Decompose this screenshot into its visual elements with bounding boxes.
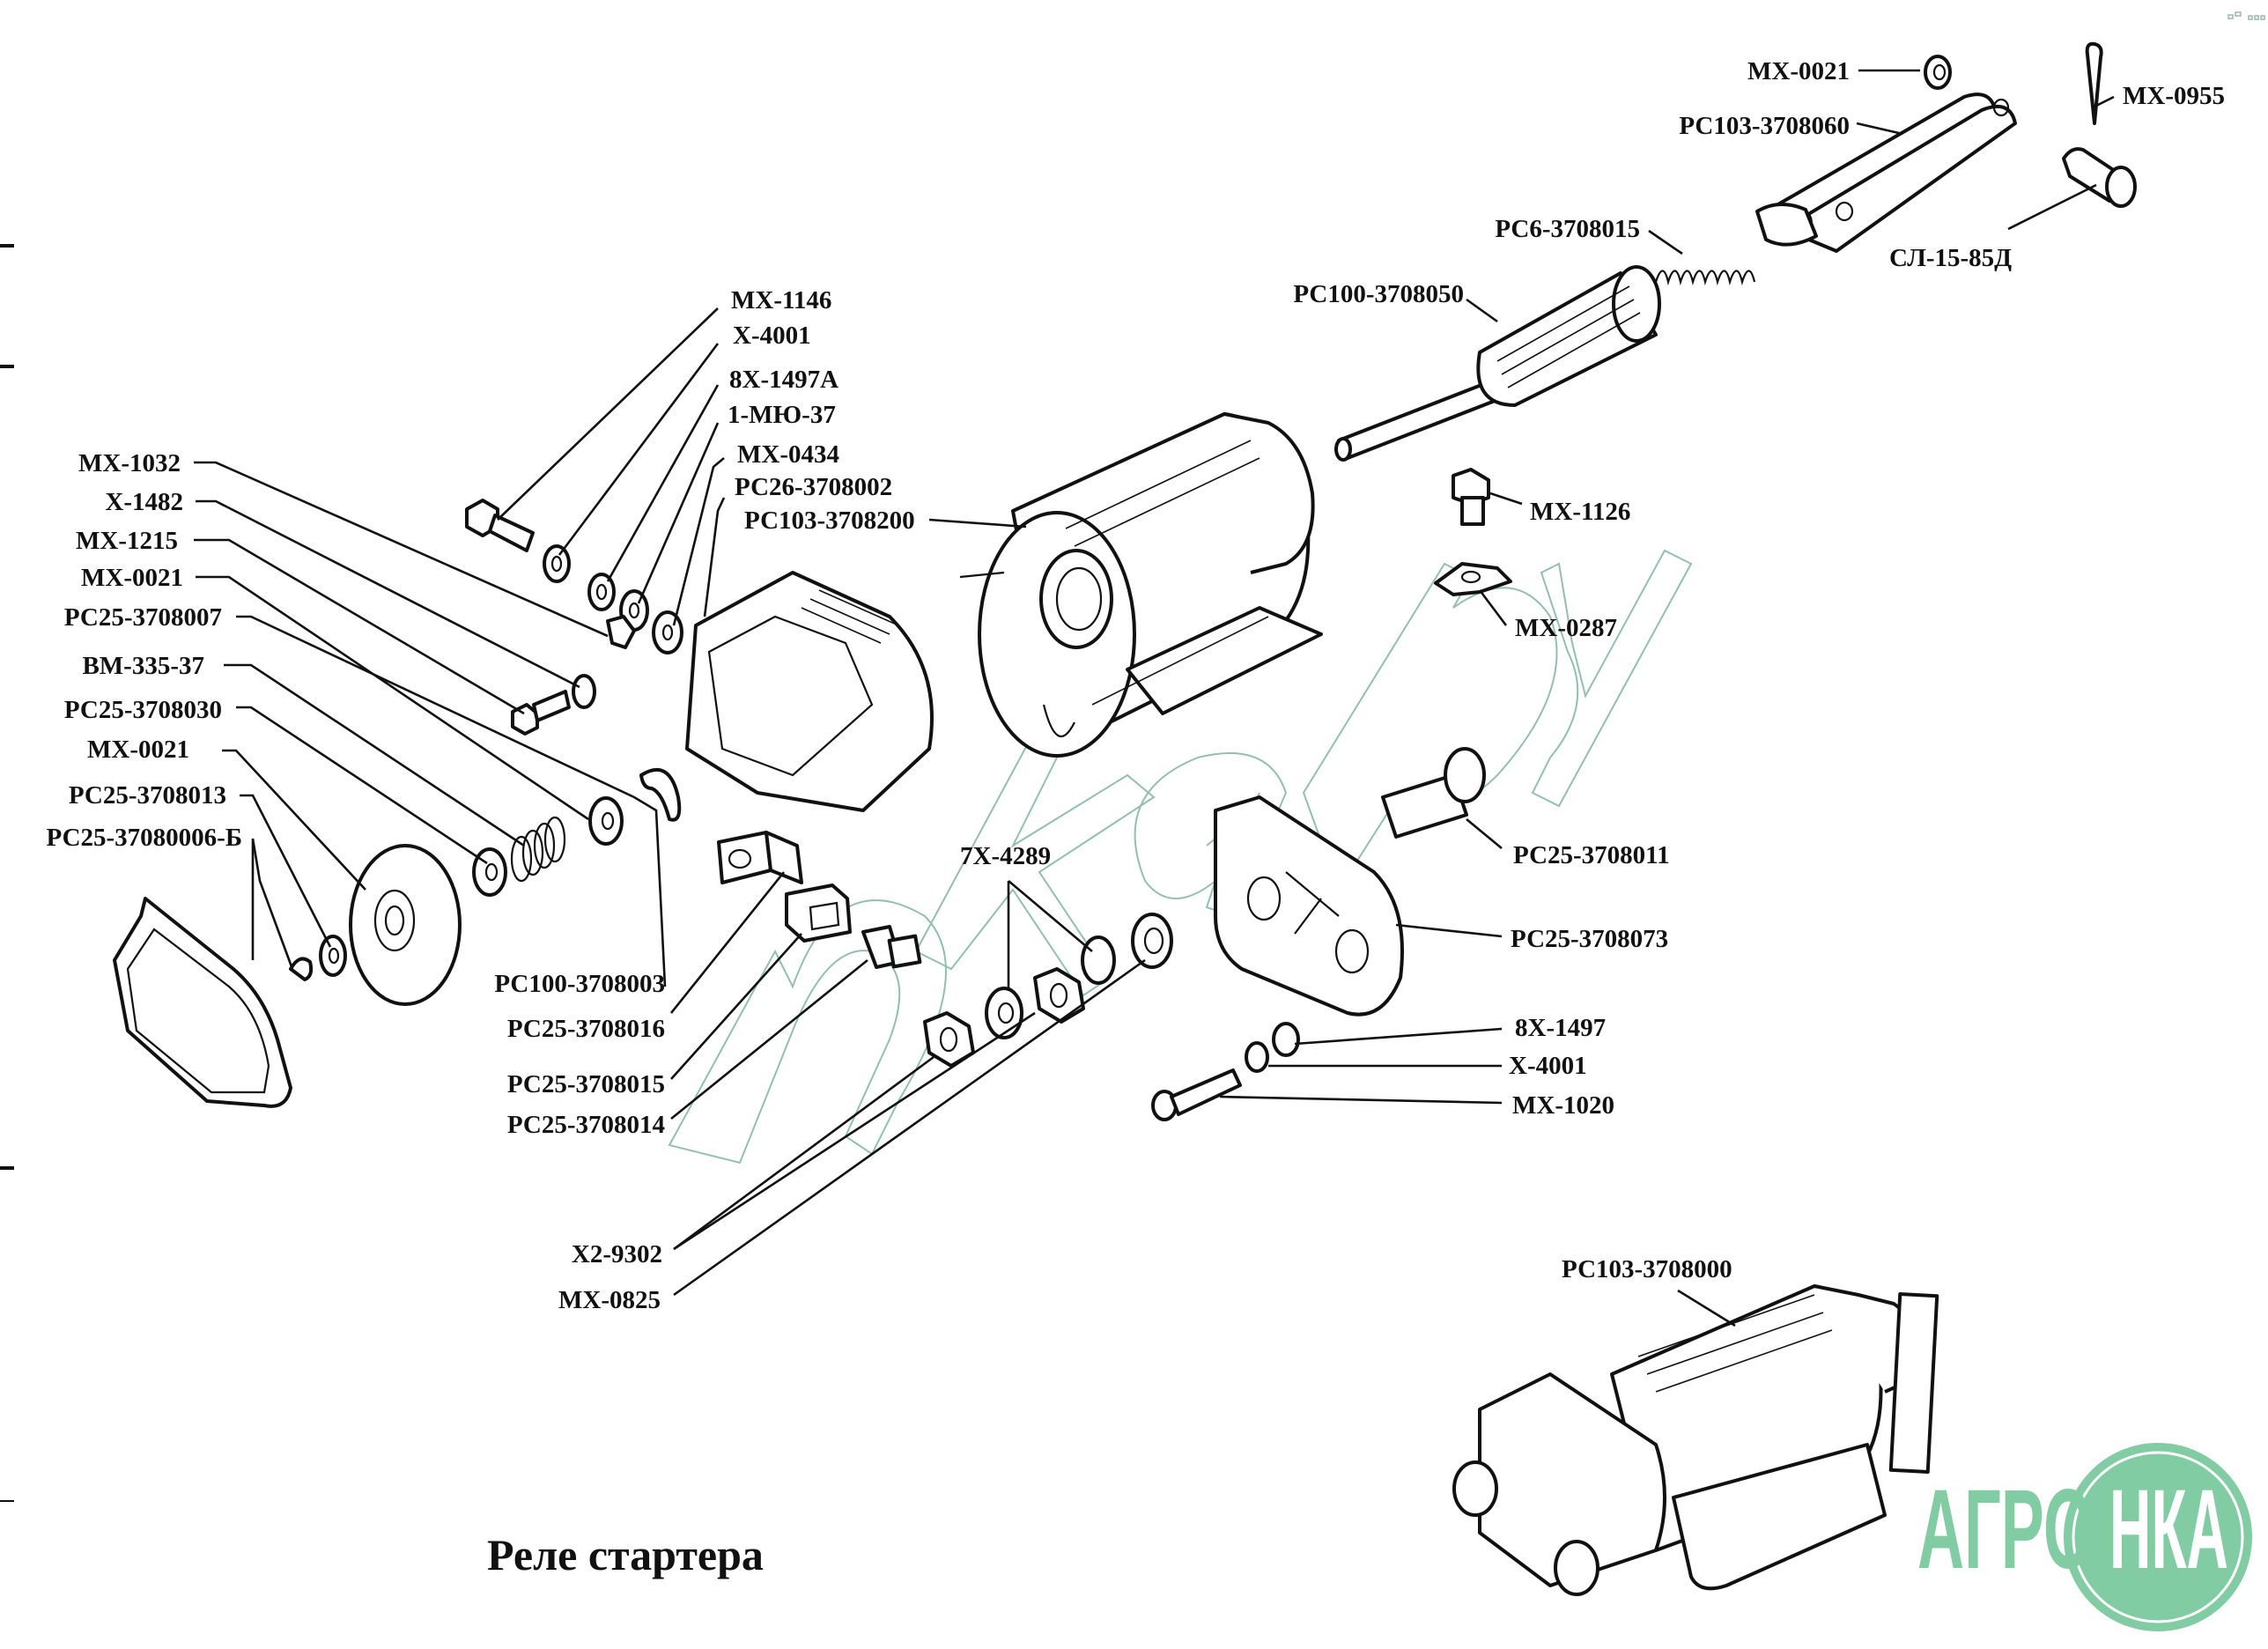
part-label-pc25-3708011: РС25-3708011: [1513, 841, 1670, 869]
part-label-mx1032: МХ-1032: [78, 449, 181, 477]
margin-tick: [0, 1500, 14, 1502]
part-label-pc103-3708060: РС103-3708060: [1679, 112, 1850, 140]
bolt-mx1146-part: [465, 499, 535, 552]
terminal-cover-part: [1214, 795, 1404, 1017]
assembled-relay-part: [1452, 1284, 1939, 1596]
part-label-1myu37: 1-МЮ-37: [728, 401, 836, 429]
part-label-7x4289: 7Х-4289: [960, 842, 1051, 870]
part-label-pc100-3708050: РС100-3708050: [1293, 280, 1464, 308]
part-label-mx0021-b: МХ-0021: [87, 736, 189, 764]
hook-ring-part: [289, 957, 314, 981]
part-label-pc6-3708015: РС6-3708015: [1495, 215, 1640, 243]
plunger-part: [1334, 265, 1661, 462]
washer-7x4289-a-part: [985, 987, 1023, 1039]
terminal-bolt-part: [1381, 747, 1486, 839]
contact-plate-part: [717, 831, 803, 884]
part-label-mx0287: МХ-0287: [1515, 614, 1617, 642]
part-label-x4001-bottom: Х-4001: [1509, 1052, 1587, 1080]
part-label-pc103-3708200: РС103-3708200: [744, 507, 915, 535]
part-label-mx0434: МХ-0434: [737, 440, 839, 469]
part-label-mx1126: МХ-1126: [1530, 498, 1630, 526]
bolt-x1482-part: [511, 690, 571, 736]
spring-small-part: [1654, 270, 1756, 286]
part-label-x1482: Х-1482: [105, 488, 183, 516]
part-labels: МХ-0021 РС103-3708060 МХ-0955 СЛ-15-85Д …: [47, 57, 2225, 1314]
part-label-sl15-85d: СЛ-15-85Д: [1889, 244, 2012, 272]
washer-pc25-3708030-part: [472, 847, 507, 897]
part-label-pc25-3708073: РС25-3708073: [1511, 925, 1668, 953]
c-ring-part: [639, 767, 682, 822]
insulator-bushing-part: [861, 925, 922, 969]
assembly-label: РС103-3708000: [1562, 1255, 1732, 1283]
diagram-title: Реле стартера: [487, 1530, 764, 1579]
margin-tick: [0, 244, 14, 248]
lock-plate-part: [1434, 562, 1512, 596]
washer-x4001-part: [1245, 1041, 1269, 1073]
washer-row-top: [543, 544, 683, 654]
logo-text-right: НКА: [2109, 1467, 2228, 1593]
logo-circle-ring: [2072, 1451, 2244, 1623]
contact-holder-part: [785, 884, 852, 943]
screw-mx1020-part: [1151, 1069, 1242, 1121]
part-label-pc25-37080006b: РС25-37080006-Б: [47, 824, 243, 852]
part-label-8x1497a: 8Х-1497А: [729, 366, 838, 394]
contact-disc-part: [349, 844, 462, 1006]
corner-marks: [2227, 11, 2265, 20]
part-label-mx0825: МХ-0825: [558, 1286, 661, 1314]
lock-tab-washer-part: [606, 615, 636, 649]
margin-ticks: [0, 244, 14, 1502]
washer-pc25-3708007-part: [588, 796, 624, 846]
cover-housing-part: [685, 571, 934, 812]
washer-7x4289-b-part: [1081, 935, 1116, 985]
leader-lines: [194, 69, 2115, 1327]
logo-text-left: АГРО: [1917, 1467, 2094, 1593]
margin-tick: [0, 365, 14, 368]
part-label-mx1020: МХ-1020: [1512, 1091, 1614, 1120]
part-label-pc25-3708015: РС25-3708015: [507, 1070, 665, 1098]
nut-x2-9302-b-part: [1033, 967, 1085, 1024]
part-label-pc25-3708030: РС25-3708030: [64, 696, 222, 724]
margin-tick: [0, 1166, 14, 1170]
part-label-mx1146: МХ-1146: [731, 286, 831, 314]
washer-mx0021-part: [572, 674, 596, 709]
solenoid-coil-part: [959, 412, 1323, 758]
clevis-fork-part: [1755, 55, 2017, 253]
bolt-mx1126-part: [1452, 468, 1490, 526]
washer-pc25-3708013-part: [319, 935, 347, 977]
part-label-mx0021-a: МХ-0021: [81, 564, 183, 592]
spring-bm335-part: [510, 816, 566, 883]
cotter-pin-part: [2085, 41, 2103, 125]
agronka-logo: АГРО НКА: [1917, 1443, 2252, 1631]
part-label-x4001-top: Х-4001: [733, 322, 811, 350]
logo-circle: [2064, 1443, 2252, 1631]
part-label-mx0955: МХ-0955: [2123, 82, 2225, 110]
part-label-pc25-3708014: РС25-3708014: [507, 1111, 665, 1139]
pin-part: [2062, 147, 2137, 208]
part-label-pc25-3708013: РС25-3708013: [69, 781, 226, 810]
part-label-pc25-3708016: РС25-3708016: [507, 1015, 665, 1043]
part-label-mx1215: МХ-1215: [76, 527, 178, 555]
part-label-pc100-3708003: РС100-3708003: [494, 970, 665, 998]
washer-8x1497-part: [1272, 1022, 1300, 1057]
part-label-mx0021-top: МХ-0021: [1747, 57, 1850, 85]
part-label-pc25-3708007: РС25-3708007: [64, 603, 222, 632]
part-label-8x1497: 8Х-1497: [1515, 1014, 1606, 1042]
part-label-x2-9302: Х2-9302: [572, 1240, 662, 1268]
washer-mx0825-part: [1131, 913, 1173, 969]
part-label-pc26-3708002: РС26-3708002: [735, 473, 892, 501]
gasket-part: [113, 897, 292, 1108]
part-label-bm335-37: ВМ-335-37: [82, 652, 204, 680]
